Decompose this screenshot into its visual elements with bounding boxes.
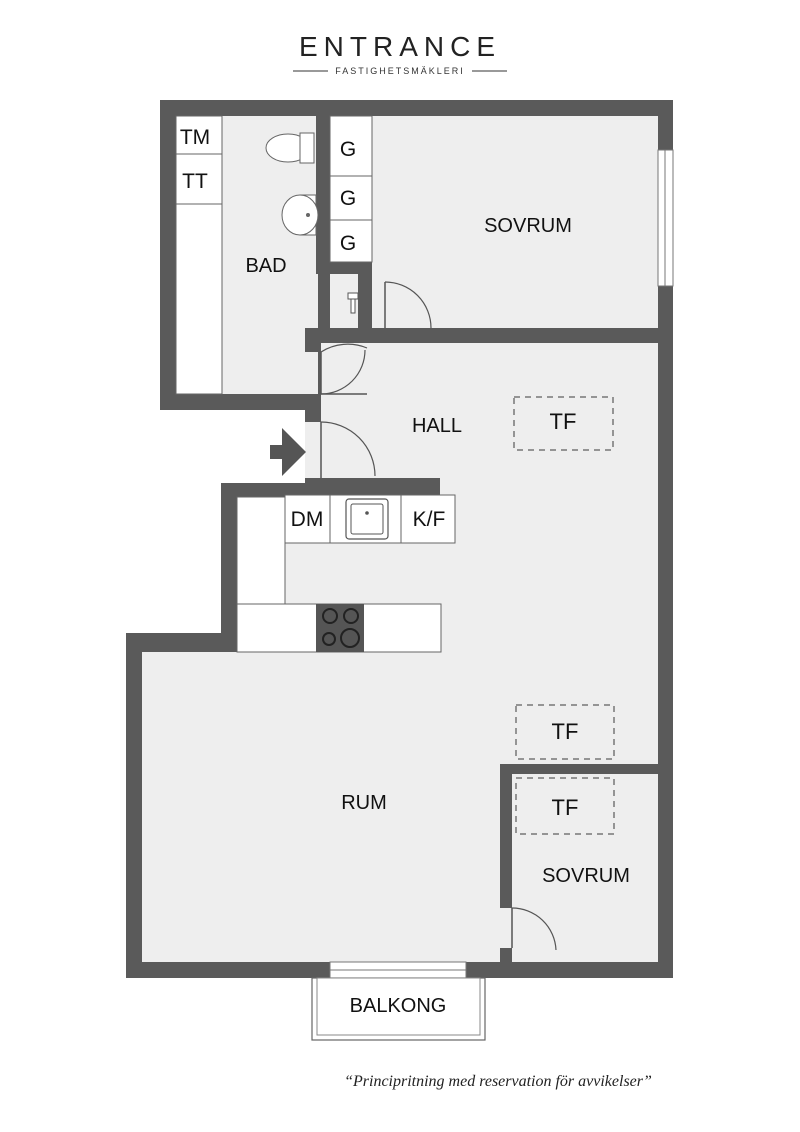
g1-label: G bbox=[340, 138, 356, 161]
g3-label: G bbox=[340, 232, 356, 255]
tf-label-hall: TF bbox=[550, 409, 577, 434]
kf-label: K/F bbox=[413, 508, 446, 531]
doors bbox=[320, 281, 557, 951]
tf-markers: TF TF TF bbox=[513, 396, 615, 835]
disclaimer: “Principritning med reservation för avvi… bbox=[344, 1073, 652, 1090]
balcony-window bbox=[329, 961, 467, 979]
toilet-icon bbox=[265, 132, 315, 164]
bath-fixtures: TM TT BAD bbox=[175, 115, 359, 395]
tm-label: TM bbox=[180, 126, 210, 149]
wardrobes: G G G bbox=[329, 115, 373, 263]
kitchen-sink-icon bbox=[345, 498, 389, 540]
room-rum: RUM bbox=[341, 792, 387, 814]
room-hall: HALL bbox=[412, 415, 462, 437]
room-sovrum-bottom: SOVRUM bbox=[542, 865, 630, 887]
stove-icon bbox=[316, 604, 364, 652]
dm-label: DM bbox=[291, 508, 324, 531]
faucet-icon bbox=[347, 292, 359, 314]
room-balkong: BALKONG bbox=[350, 995, 447, 1017]
brand-subtitle: FASTIGHETSMÄKLERI bbox=[335, 66, 465, 76]
balcony: BALKONG bbox=[311, 977, 486, 1041]
tf-box-bedroom bbox=[515, 777, 615, 835]
wardrobe-3 bbox=[329, 219, 373, 263]
entrance-arrow-icon bbox=[270, 428, 306, 476]
tf-box-hall bbox=[513, 396, 614, 451]
sink-icon bbox=[281, 194, 319, 236]
tf-label-bedroom: TF bbox=[552, 795, 579, 820]
tf-label-living: TF bbox=[552, 719, 579, 744]
wardrobe-1 bbox=[329, 115, 373, 177]
room-bad: BAD bbox=[245, 255, 286, 277]
bath-cabinet bbox=[175, 203, 223, 395]
window-bedroom-top bbox=[657, 149, 674, 287]
wardrobe-2 bbox=[329, 175, 373, 221]
hall-floor bbox=[321, 343, 658, 478]
brand-logo: ENTRANCE FASTIGHETSMÄKLERI bbox=[293, 31, 507, 76]
tt-label: TT bbox=[182, 170, 208, 193]
tf-box-living bbox=[515, 704, 615, 760]
living-floor bbox=[142, 652, 658, 962]
kitchen: DM K/F bbox=[236, 494, 456, 653]
room-sovrum-top: SOVRUM bbox=[484, 215, 572, 237]
brand-name: ENTRANCE bbox=[299, 31, 501, 62]
g2-label: G bbox=[340, 187, 356, 210]
bedroom-top-floor bbox=[372, 116, 658, 328]
